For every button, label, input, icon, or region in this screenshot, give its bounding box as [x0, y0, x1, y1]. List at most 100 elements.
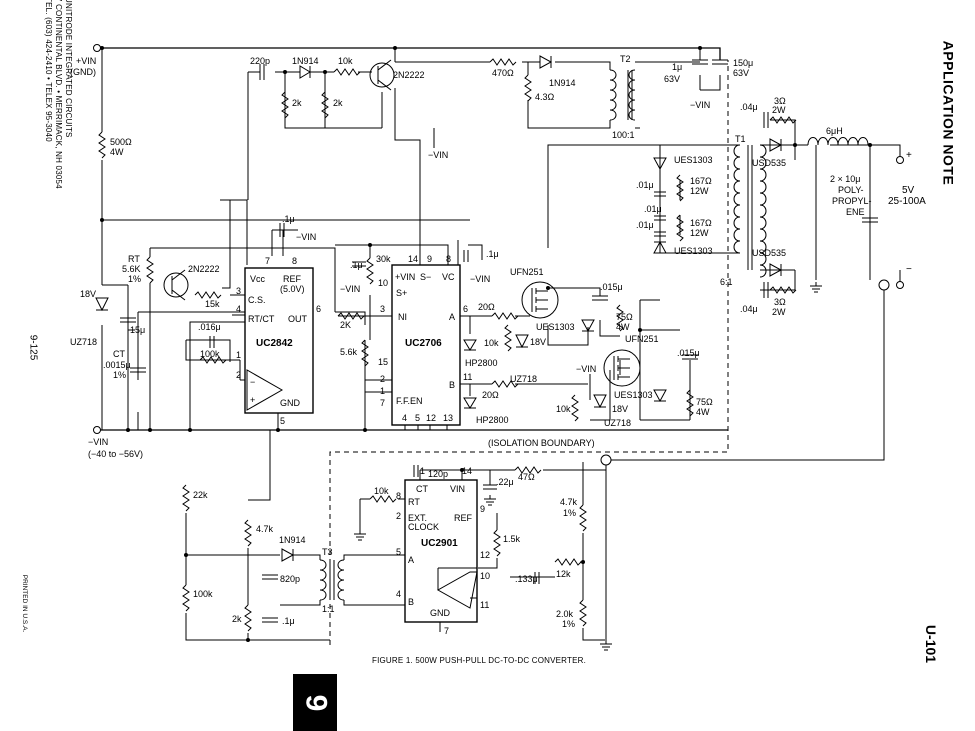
capacitor-015u-a [592, 295, 608, 301]
vin-minus-label: −VIN [428, 150, 448, 160]
r2k-a-label: 2k [292, 98, 302, 108]
uc2842-vcc-pin: Vcc [250, 274, 266, 284]
capacitor-133u [534, 572, 540, 584]
l6u-label: 6μH [826, 126, 843, 136]
uc2842-pin-number: 8 [292, 256, 297, 266]
uc2706-pin-number: 10 [378, 278, 388, 288]
q2n2222a-label: 2N2222 [188, 264, 220, 274]
uc2842-ref-pin: REF [283, 274, 302, 284]
resistor-2-0k [579, 599, 587, 627]
c015a-label: .015μ [600, 282, 623, 292]
q2n2222b-label: 2N2222 [393, 70, 425, 80]
uc2901-pin-number: 4 [396, 589, 401, 599]
uc2706-label: UC2706 [405, 338, 442, 349]
vin-minus-label: −VIN [340, 284, 360, 294]
uz718a-label: UZ718 [510, 374, 537, 384]
capacitor-1u-right [463, 250, 469, 262]
ct-value-label: .0015μ [103, 360, 131, 370]
diode-usd535-b [769, 263, 783, 277]
terminal-out-pos [896, 156, 904, 164]
capacitor-ct [130, 367, 146, 373]
r3a-watt-label: 2W [772, 105, 786, 115]
resistor-10k-rt [369, 495, 397, 503]
capacitor-01u-a [654, 191, 666, 197]
component-labels: +VIN (GND) −VIN (−40 to −56V) 500Ω 4W 18… [70, 54, 926, 629]
c01a-label: .01μ [636, 180, 654, 190]
uc2901-label: UC2901 [421, 538, 458, 549]
t1-label: T1 [735, 134, 746, 144]
terminal-sense-b [600, 454, 612, 466]
c04b-label: .04μ [740, 304, 758, 314]
t2-label: T2 [620, 54, 631, 64]
uc2706-pin-number: 9 [427, 254, 432, 264]
uc2901-pin-number: 10 [480, 571, 490, 581]
vin-minus-label: −VIN [296, 232, 316, 242]
uc2842-pin-number: 2 [236, 370, 241, 380]
uc2842-pin-number: 5 [280, 416, 285, 426]
uc2901-pin-number: 2 [396, 511, 401, 521]
uc2842-pin-number: 7 [265, 256, 270, 266]
output-cap-label: 2 × 10μ [830, 174, 860, 184]
diode-ues1303-c [653, 157, 667, 171]
r20-a-label: 20Ω [478, 302, 495, 312]
resistor-100k-b [182, 584, 190, 612]
c820p-label: 820p [280, 574, 300, 584]
capacitor-output [862, 217, 878, 223]
capacitor-1u-2842 [279, 223, 285, 237]
diode-ues1303-b [653, 389, 667, 403]
vin-pos-label: +VIN [76, 56, 96, 66]
resistor-4-7k-b [579, 504, 587, 532]
minus-sign: − [250, 377, 255, 387]
ues1303d-label: UES1303 [674, 246, 713, 256]
capacitor-01u-c [654, 231, 666, 237]
r47k-b-pct-label: 1% [563, 508, 576, 518]
uc2706-pin-number: 15 [378, 357, 388, 367]
uc2706-splus-pin: S+ [396, 288, 407, 298]
resistor-20-ohm-a [491, 312, 519, 320]
diode-usd535-a [769, 138, 783, 152]
resistor-4-7k [244, 519, 252, 547]
uc2901-pin-number: 8 [396, 491, 401, 501]
r3a-label: 3Ω [774, 96, 786, 106]
capacitor-1u-top [692, 59, 708, 65]
c22-label: .22μ [496, 477, 514, 487]
capacitor-04u-b [763, 282, 769, 298]
rt-pct-label: 1% [128, 274, 141, 284]
ues1303c-label: UES1303 [674, 155, 713, 165]
r22k-label: 22k [193, 490, 208, 500]
r500-watt-label: 4W [110, 147, 124, 157]
uc2901-vin-pin: VIN [450, 484, 465, 494]
junction-dots [100, 46, 872, 642]
ground-icon [599, 639, 613, 651]
c04a-label: .04μ [740, 102, 758, 112]
uc2901-ext-pin: EXT. [408, 513, 427, 523]
vin-neg-label: −VIN [88, 437, 108, 447]
r167a-label: 167Ω [690, 176, 712, 186]
r100k-b-label: 100k [193, 589, 213, 599]
diodes [95, 55, 783, 562]
uc2706-pin-number: 12 [426, 413, 436, 423]
uc2901-ref-pin: REF [454, 513, 473, 523]
t1-ratio-label: 6:1 [720, 277, 733, 287]
capacitor-150u [712, 59, 728, 65]
r47k-b-label: 4.7k [560, 497, 578, 507]
resistor-500-ohm [98, 131, 106, 159]
c1u-2842-label: .1μ [282, 214, 295, 224]
fet-ufn251-b [603, 349, 641, 387]
uc2706-chip: UC2706 +VIN S− VC S+ NI A B F.F.EN 14 9 … [378, 254, 472, 426]
r75b-label: 75Ω [696, 397, 713, 407]
isolation-boundary-label: (ISOLATION BOUNDARY) [488, 438, 595, 448]
r12k-label: 12k [556, 569, 571, 579]
uc2901-rt-pin: RT [408, 497, 420, 507]
diode-ues1303-d [653, 240, 667, 254]
r47k-label: 4.7k [256, 524, 274, 534]
uc2706-pin-number: 13 [443, 413, 453, 423]
c01c-label: .01μ [636, 220, 654, 230]
uc2901-a-pin: A [408, 555, 414, 565]
r43-label: 4.3Ω [535, 92, 555, 102]
uz718b-label: UZ718 [604, 418, 631, 428]
capacitor-820p [262, 574, 278, 580]
capacitors [120, 59, 878, 623]
ues1303a-label: UES1303 [536, 322, 575, 332]
r75b-watt-label: 4W [696, 407, 710, 417]
